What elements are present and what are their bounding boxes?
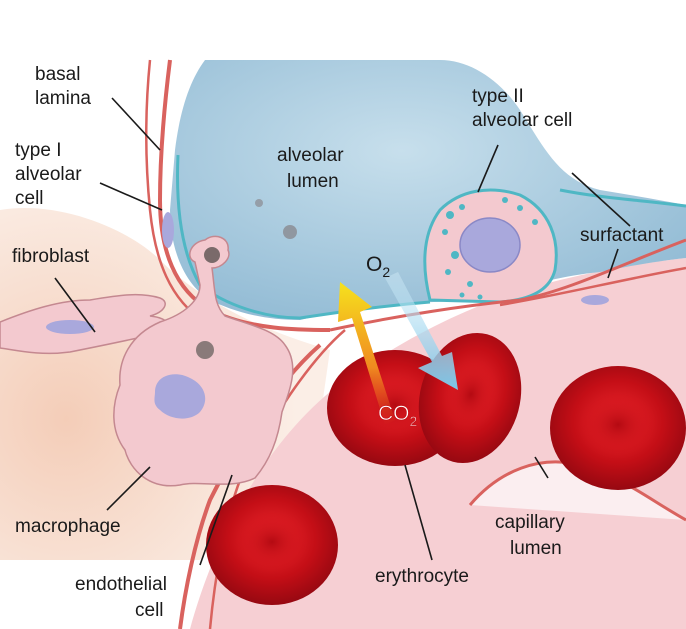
erythrocyte-4 bbox=[206, 485, 338, 605]
label-endothelial-line1: endothelial bbox=[75, 574, 167, 595]
label-endothelial-line2: cell bbox=[135, 600, 164, 621]
capillary-nucleus bbox=[581, 295, 609, 305]
label-basal-lamina-line2: lamina bbox=[35, 88, 91, 109]
label-fibroblast: fibroblast bbox=[12, 246, 90, 267]
macrophage-particle bbox=[196, 341, 214, 359]
label-macrophage: macrophage bbox=[15, 516, 121, 537]
leader-type-i bbox=[100, 183, 162, 210]
macrophage-particle-2 bbox=[204, 247, 220, 263]
label-type-i-line2: alveolar bbox=[15, 164, 82, 185]
leader-basal-lamina bbox=[112, 98, 160, 150]
label-basal-lamina-line1: basal bbox=[35, 64, 80, 85]
type-ii-nucleus bbox=[460, 218, 520, 272]
label-alveolar-lumen-line1: alveolar bbox=[277, 145, 344, 166]
label-capillary-lumen-line1: capillary bbox=[495, 512, 565, 533]
type-i-nucleus bbox=[162, 212, 174, 248]
label-type-i-line3: cell bbox=[15, 188, 44, 209]
label-type-i-line1: type I bbox=[15, 140, 61, 161]
label-erythrocyte: erythrocyte bbox=[375, 566, 469, 587]
label-surfactant: surfactant bbox=[580, 225, 664, 246]
label-capillary-lumen-line2: lumen bbox=[510, 538, 562, 559]
dust-particle-2 bbox=[255, 199, 263, 207]
erythrocyte-3 bbox=[550, 366, 686, 490]
label-type-ii-line1: type II bbox=[472, 86, 524, 107]
dust-particle bbox=[283, 225, 297, 239]
label-alveolar-lumen-line2: lumen bbox=[287, 171, 339, 192]
label-type-ii-line2: alveolar cell bbox=[472, 110, 572, 131]
